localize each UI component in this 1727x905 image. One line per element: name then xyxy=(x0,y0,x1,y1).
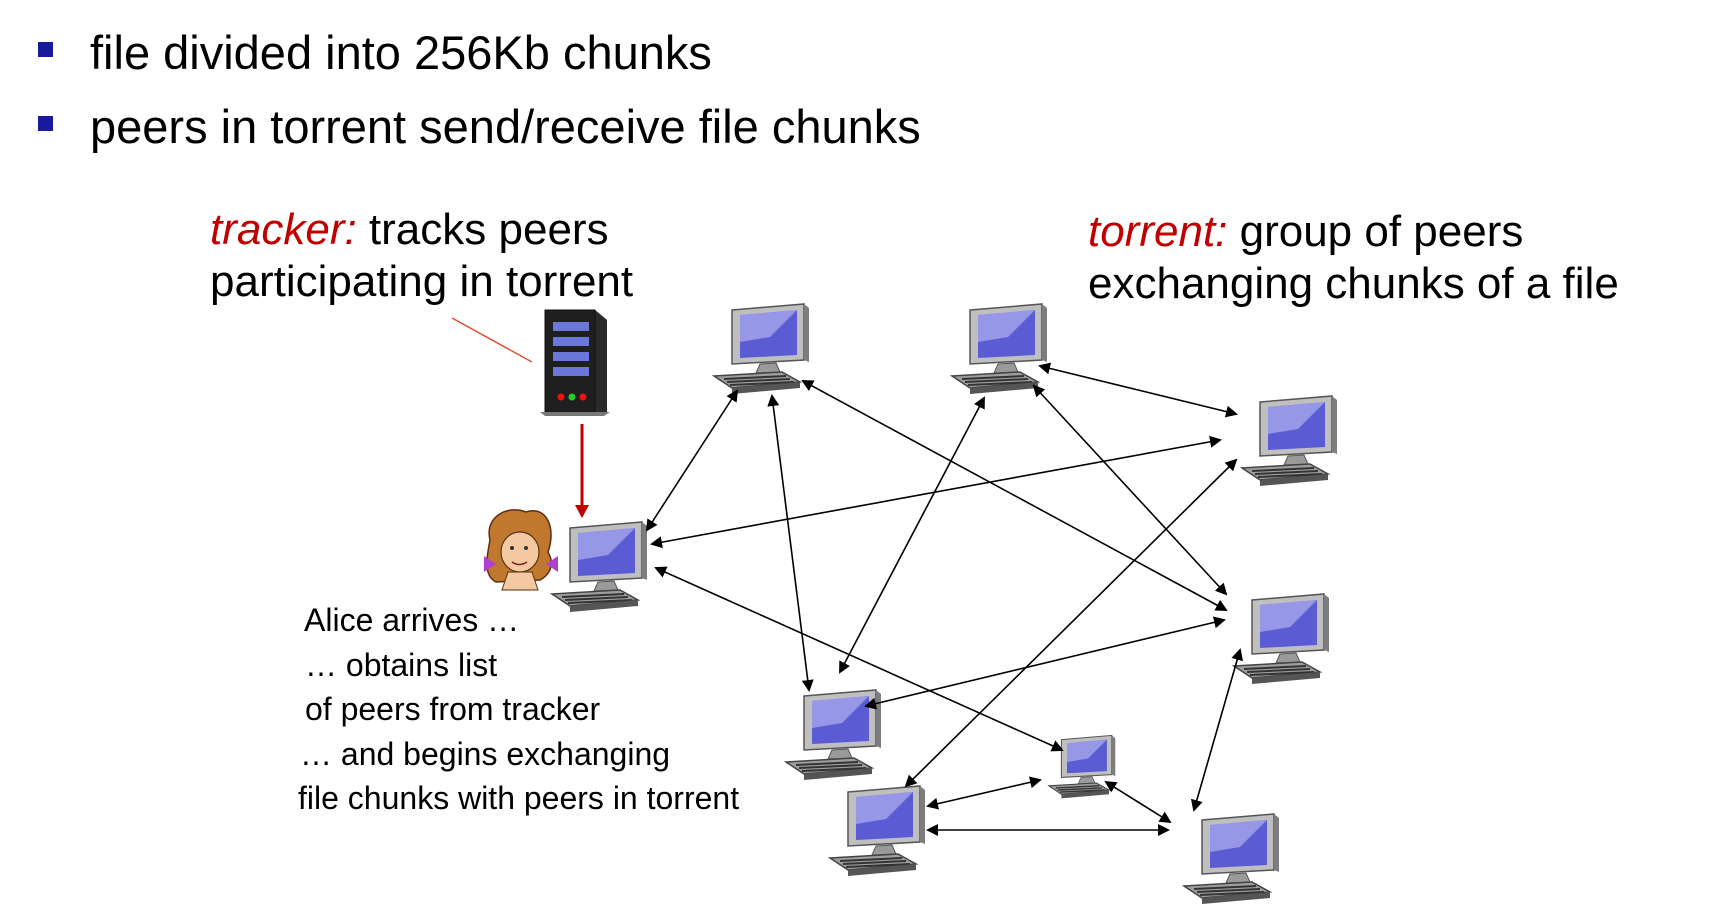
peer-link-arrow xyxy=(904,458,1238,788)
alice-description: Alice arrives … … obtains list of peers … xyxy=(298,598,739,821)
bullet-text: file divided into 256Kb chunks xyxy=(90,26,712,79)
peer-link-arrow xyxy=(767,394,814,692)
server-icon xyxy=(540,309,610,416)
computer-icon xyxy=(713,303,810,395)
alice-line: … and begins exchanging xyxy=(300,735,671,772)
computer-icon xyxy=(829,785,926,877)
torrent-caption: torrent: group of peers exchanging chunk… xyxy=(1088,206,1619,310)
alice-line: … obtains list xyxy=(305,646,498,683)
tracker-description: tracks peers xyxy=(356,205,609,254)
computer-icon xyxy=(1048,734,1116,800)
bullet-text: peers in torrent send/receive file chunk… xyxy=(90,100,921,153)
computer-icon xyxy=(551,521,648,613)
computer-icon xyxy=(785,689,882,781)
computer-icon xyxy=(1241,395,1338,487)
torrent-description-line2: exchanging chunks of a file xyxy=(1088,259,1619,308)
peer-link-arrow xyxy=(1032,384,1228,596)
peer-link-arrow xyxy=(801,380,1228,611)
peer-link-arrow xyxy=(1038,362,1238,418)
computer-icon xyxy=(1183,813,1280,905)
peer-link-arrow xyxy=(1104,780,1172,824)
computer-icon xyxy=(951,303,1048,395)
computer-icon xyxy=(1233,593,1330,685)
peer-link-arrow xyxy=(645,389,739,532)
torrent-description: group of peers xyxy=(1227,207,1524,256)
peer-link-arrow xyxy=(1190,648,1244,812)
peer-link-arrow xyxy=(926,776,1042,810)
bullet-square-icon xyxy=(38,116,53,131)
tracker-term: tracker: xyxy=(210,205,357,254)
alice-icon xyxy=(484,509,558,591)
tracker-description-line2: participating in torrent xyxy=(210,257,634,306)
alice-line: file chunks with peers in torrent xyxy=(298,780,740,816)
peer-link-arrow xyxy=(864,616,1226,710)
tracker-caption: tracker: tracks peers participating in t… xyxy=(210,204,633,308)
peer-link-arrow xyxy=(650,435,1222,549)
torrent-term: torrent: xyxy=(1088,207,1228,256)
alice-line: Alice arrives … xyxy=(304,602,520,638)
tracker-pointer-line xyxy=(451,317,533,363)
alice-line: of peers from tracker xyxy=(305,691,601,727)
bullet-square-icon xyxy=(38,42,53,57)
